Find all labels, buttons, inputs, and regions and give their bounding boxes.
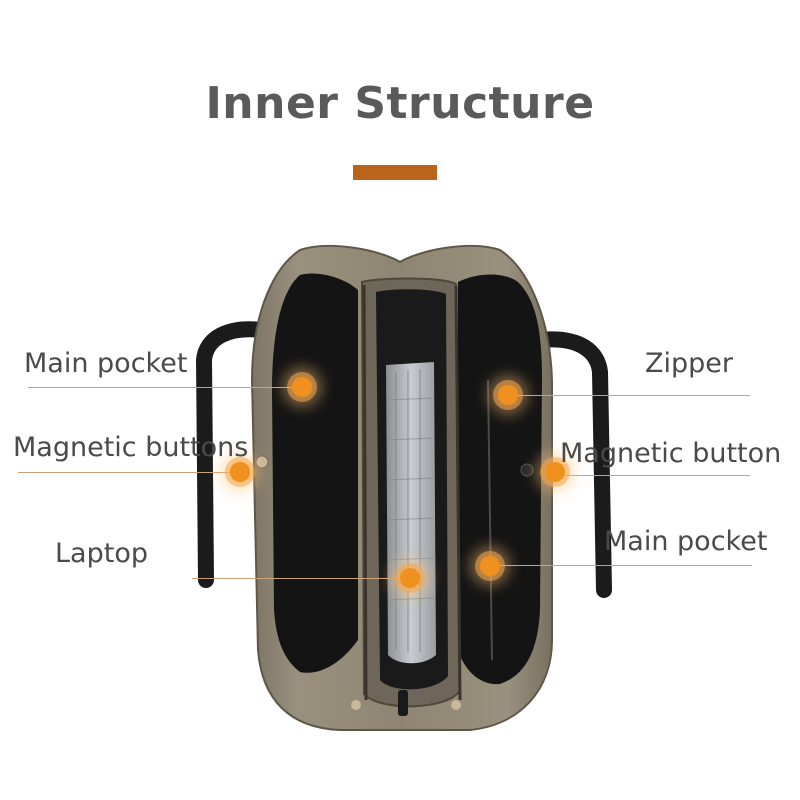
handle-left	[195, 321, 270, 588]
leader-main-pocket-right	[490, 565, 752, 566]
label-main-pocket-left: Main pocket	[24, 348, 188, 379]
label-magnetic-buttons: Magnetic buttons	[13, 432, 249, 463]
label-laptop: Laptop	[55, 538, 148, 569]
hotspot-main-pocket-left	[292, 377, 312, 397]
page-title: Inner Structure	[205, 78, 595, 129]
zipper-pull	[398, 690, 408, 716]
hotspot-magnetic-button	[545, 462, 565, 482]
leader-magnetic-buttons	[18, 472, 240, 473]
left-compartment	[272, 273, 358, 673]
leader-laptop	[192, 578, 410, 579]
hotspot-magnetic-buttons	[230, 462, 250, 482]
zipper-track-right	[454, 285, 462, 701]
right-compartment	[458, 274, 542, 685]
label-magnetic-button: Magnetic button	[560, 438, 782, 469]
rivet-bottom-left	[351, 700, 361, 710]
hotspot-main-pocket-right	[480, 556, 500, 576]
handle-right	[532, 331, 612, 598]
magnetic-stud-right	[520, 463, 534, 477]
leader-zipper	[508, 395, 750, 396]
magnetic-stud-left	[255, 455, 269, 469]
inner-zipper	[487, 379, 493, 661]
rivet-bottom-right	[451, 700, 461, 710]
zipper-track-left	[362, 284, 368, 701]
laptop-sleeve	[386, 362, 436, 664]
hotspot-laptop	[400, 568, 420, 588]
label-main-pocket-right: Main pocket	[604, 526, 768, 557]
hotspot-zipper	[498, 385, 518, 405]
leader-magnetic-button	[555, 475, 750, 476]
leader-main-pocket-left	[28, 387, 300, 388]
title-accent-bar	[353, 165, 437, 180]
label-zipper: Zipper	[645, 348, 733, 379]
